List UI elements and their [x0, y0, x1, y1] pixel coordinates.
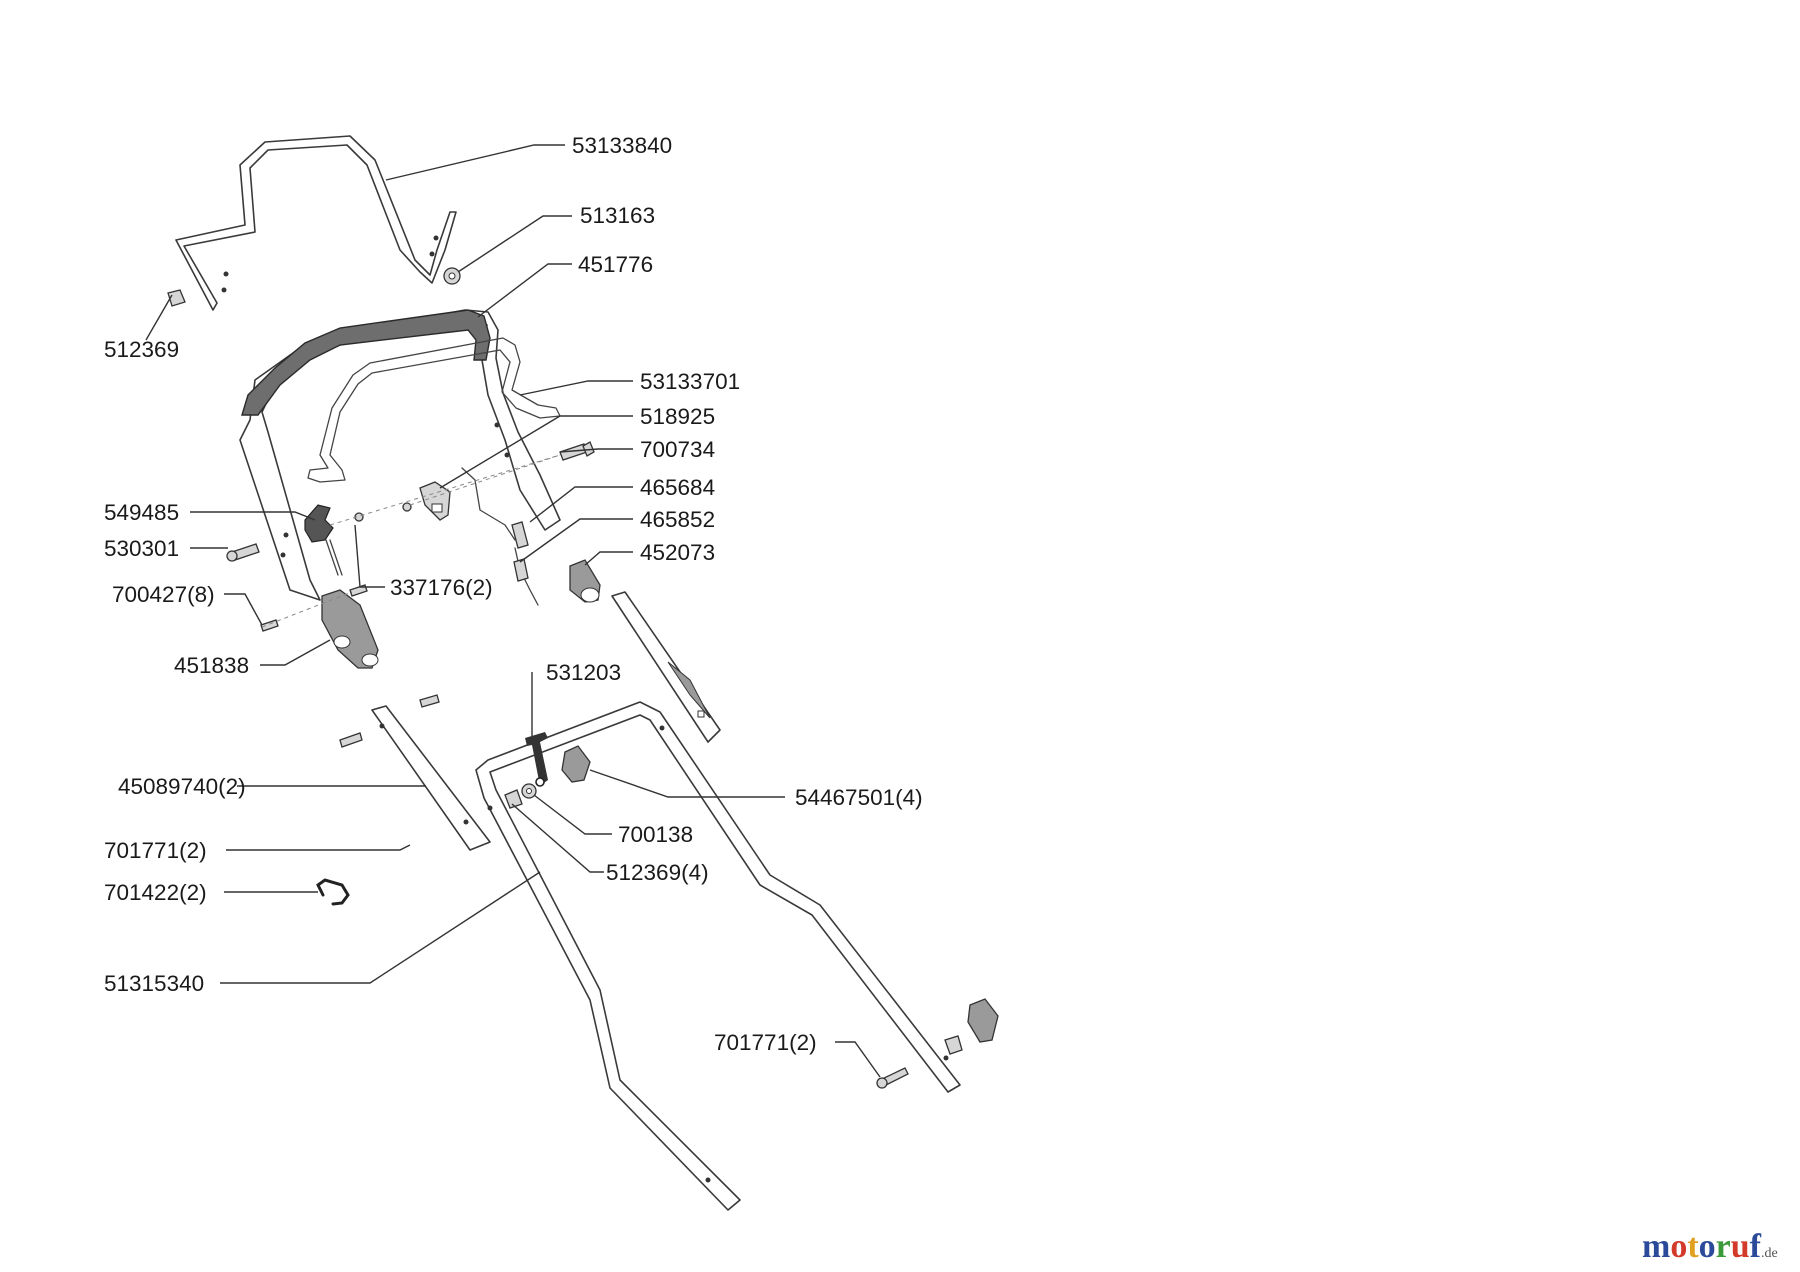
part-label: 549485	[104, 500, 179, 525]
part-label: 512369	[104, 337, 179, 362]
part-label: 701771(2)	[714, 1030, 817, 1055]
screw-530301	[226, 543, 260, 562]
part-label: 53133701	[640, 369, 740, 394]
brand-logo: motoruf.de	[1642, 1228, 1778, 1266]
lower-handle-51315340	[475, 701, 961, 1211]
upper-bail-handle	[175, 135, 457, 311]
part-label: 451776	[578, 252, 653, 277]
part-label: 53133840	[572, 133, 672, 158]
part-label: 518925	[640, 404, 715, 429]
brand-suffix: .de	[1761, 1246, 1778, 1261]
part-label: 531203	[546, 660, 621, 685]
washer-700138	[521, 783, 537, 799]
part-label: 700734	[640, 437, 715, 462]
washer-513163	[443, 267, 461, 285]
part-labels: 53133840 513163 451776 512369 53133701 5…	[104, 133, 923, 1055]
top-handle-with-grip	[239, 309, 561, 601]
handle-clamp-left-451838	[321, 589, 379, 669]
part-label: 54467501(4)	[795, 785, 923, 810]
cable-lever-549485	[304, 504, 343, 576]
screw-701771-right	[876, 1067, 909, 1089]
screw-700734	[559, 441, 595, 461]
nut-512369-top	[167, 289, 186, 307]
part-label: 513163	[580, 203, 655, 228]
brand-letter: r	[1715, 1228, 1731, 1265]
brand-letter: f	[1749, 1228, 1761, 1265]
part-label: 465684	[640, 475, 715, 500]
part-label: 451838	[174, 653, 249, 678]
lever-531203	[525, 732, 548, 787]
part-label: 51315340	[104, 971, 204, 996]
part-label: 701771(2)	[104, 838, 207, 863]
part-label: 700427(8)	[112, 582, 215, 607]
brand-letter: m	[1642, 1228, 1671, 1265]
nuts-337176	[354, 502, 412, 522]
part-label: 512369(4)	[606, 860, 709, 885]
brand-letter: o	[1698, 1228, 1716, 1265]
part-label: 452073	[640, 540, 715, 565]
cable-465852	[513, 547, 539, 606]
crossbar-45089740	[371, 705, 491, 851]
part-label: 45089740(2)	[118, 774, 246, 799]
part-label: 465852	[640, 507, 715, 532]
part-label: 700138	[618, 822, 693, 847]
bracket-518925	[419, 481, 451, 521]
brand-letter: o	[1670, 1228, 1688, 1265]
crossbar-right-tube	[611, 591, 721, 743]
nut-512369-bottom	[504, 789, 963, 1055]
brand-letter: u	[1730, 1228, 1750, 1265]
brand-letter: t	[1687, 1228, 1699, 1265]
leader-lines	[145, 144, 881, 1078]
part-label: 530301	[104, 536, 179, 561]
clip-701422	[316, 878, 350, 906]
knob-54467501	[561, 745, 999, 1043]
screws-700427	[260, 584, 440, 748]
handle-clamp-right-452073	[569, 559, 601, 603]
cable-465684	[461, 467, 529, 549]
part-label: 337176(2)	[390, 575, 493, 600]
part-label: 701422(2)	[104, 880, 207, 905]
